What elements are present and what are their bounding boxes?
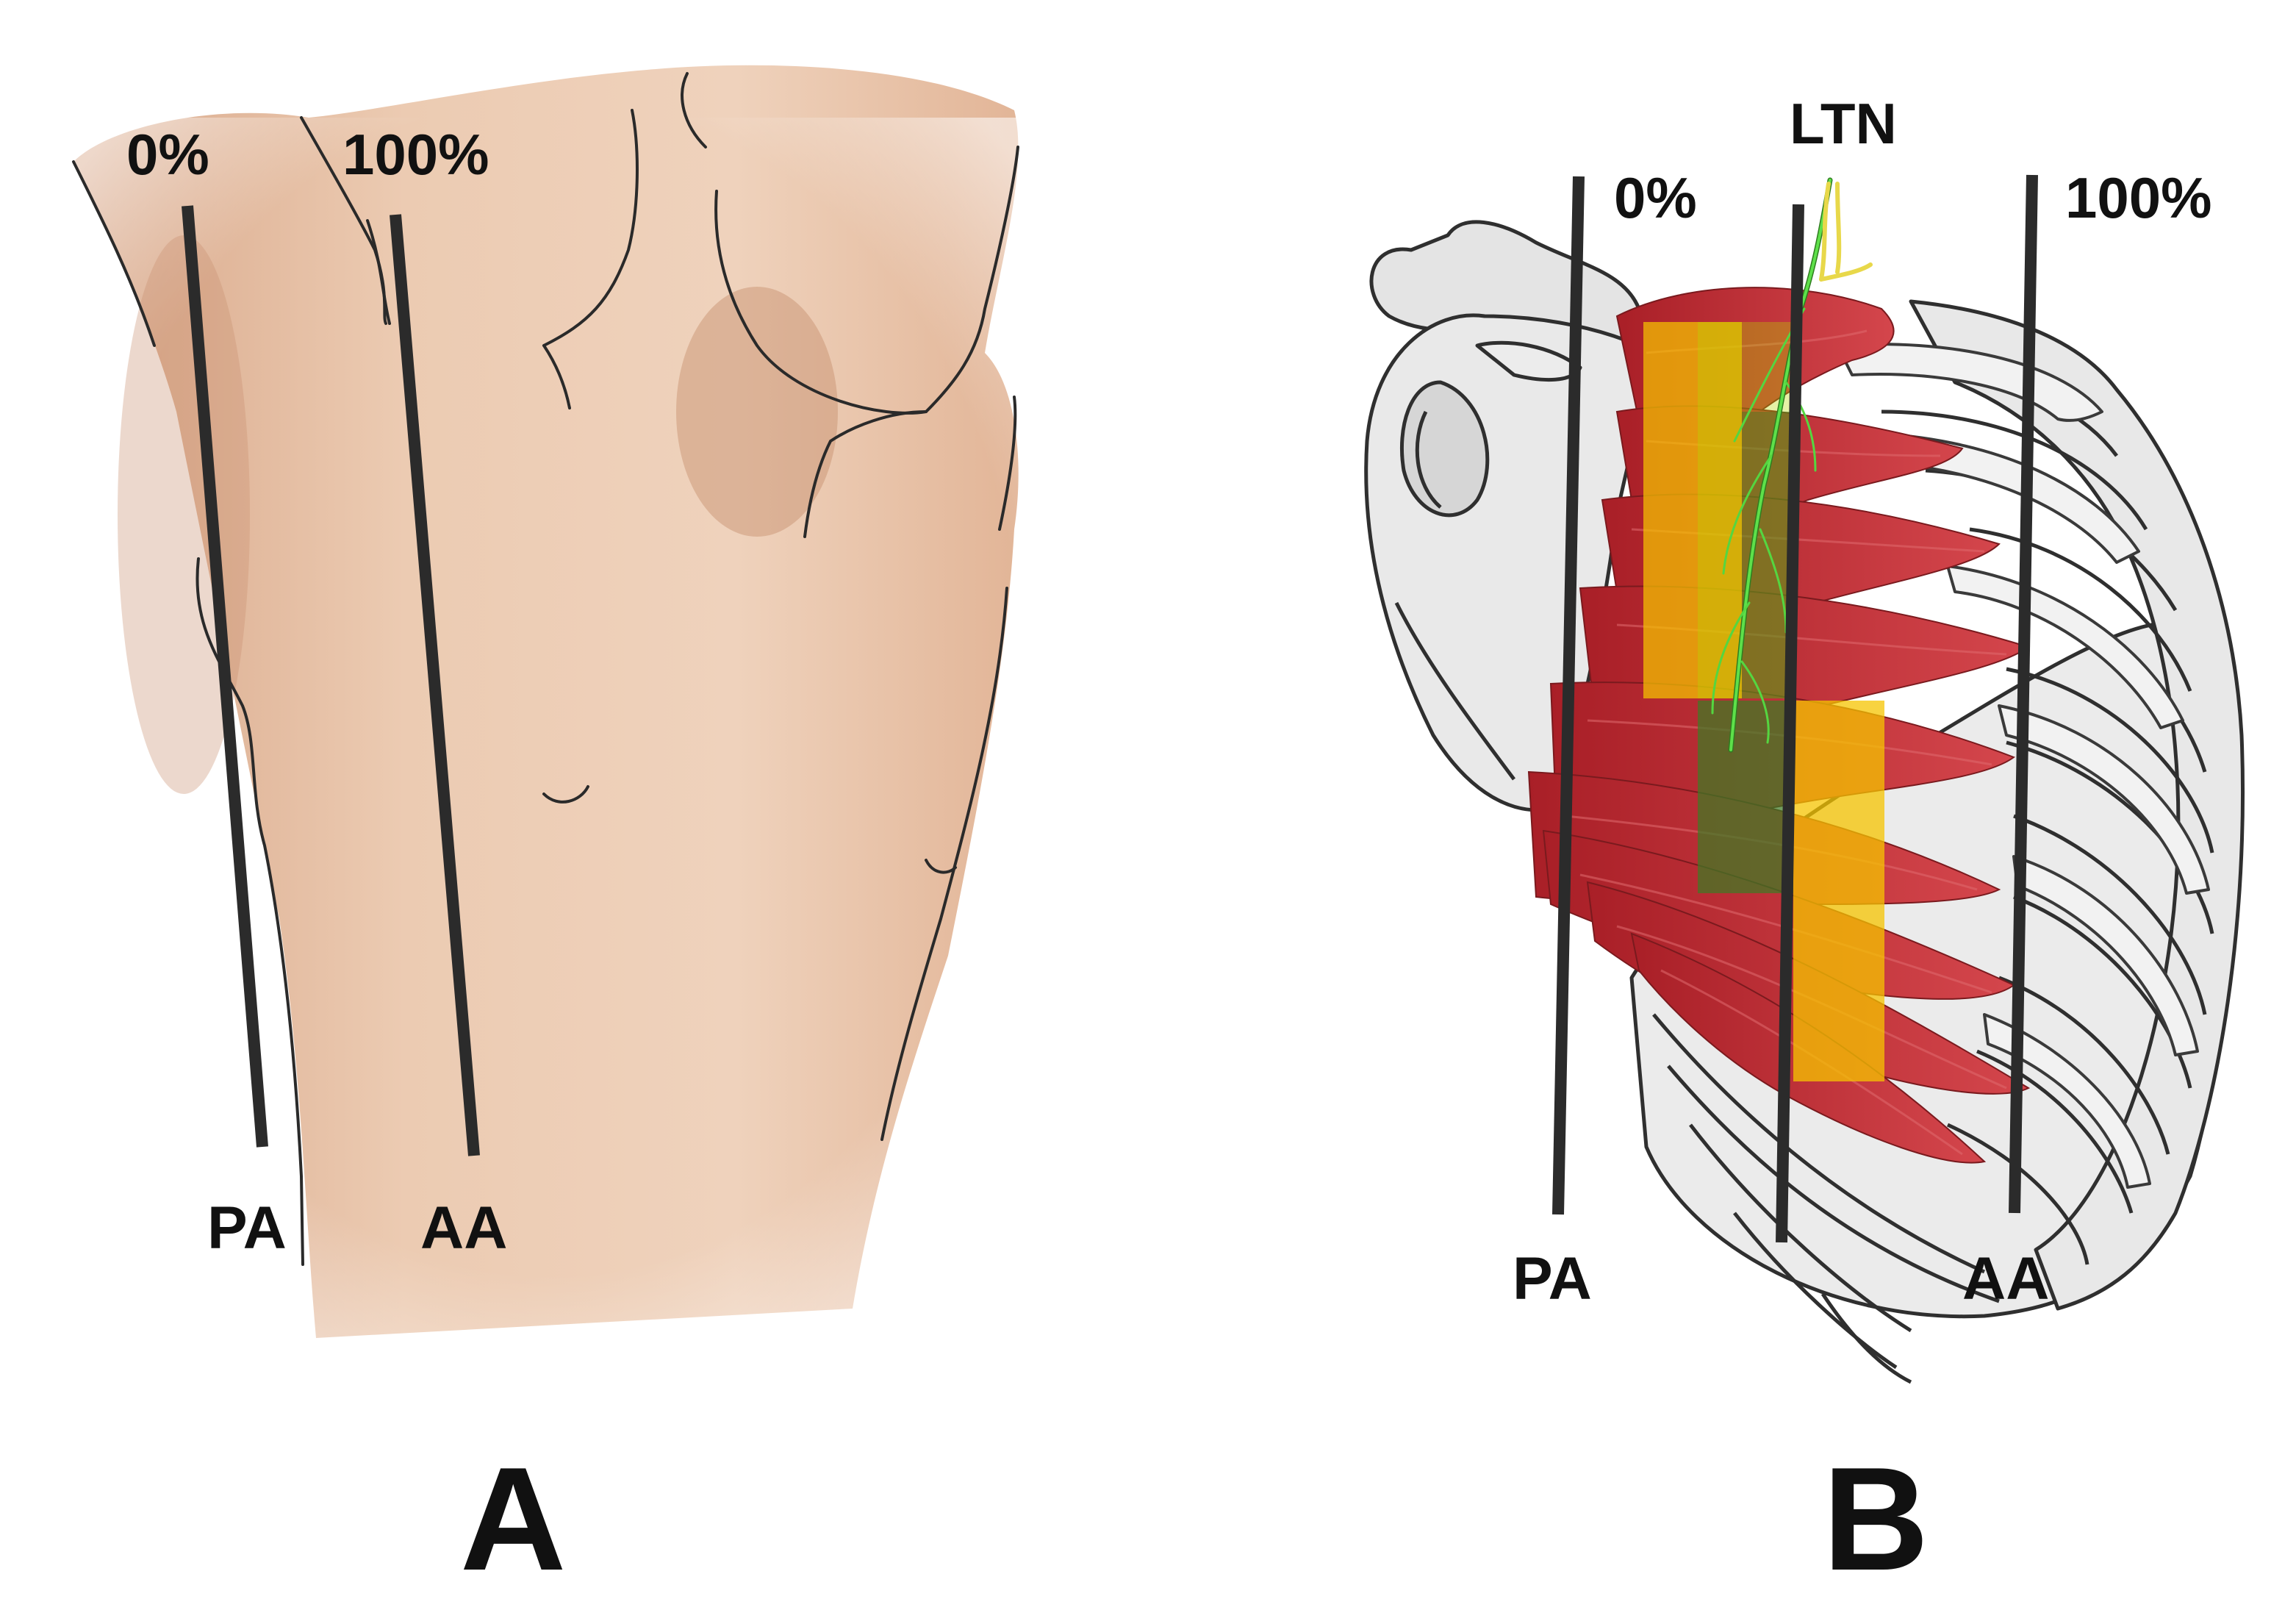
pa-line-a bbox=[182, 205, 268, 1148]
zone-green-mid bbox=[1698, 701, 1793, 893]
panel-b: LTN 0% 100% PA AA B bbox=[1364, 91, 2245, 1601]
label-100-percent-b: 100% bbox=[2065, 165, 2212, 230]
zone-green-upper bbox=[1698, 322, 1793, 698]
panel-letter-b: B bbox=[1823, 1437, 1929, 1601]
zone-yellow-lower bbox=[1793, 701, 1884, 1081]
label-0-percent-a: 0% bbox=[126, 122, 209, 187]
axilla-shadow bbox=[676, 287, 838, 537]
torso-fade bbox=[44, 118, 1058, 1382]
zone-yellow-upper bbox=[1643, 322, 1742, 698]
label-aa-b: AA bbox=[1962, 1245, 2049, 1312]
ltn-line-b bbox=[1776, 204, 1804, 1243]
aa-line-b bbox=[2009, 174, 2038, 1214]
label-0-percent-b: 0% bbox=[1614, 165, 1697, 230]
pa-line-b bbox=[1552, 176, 1585, 1215]
label-pa-a: PA bbox=[207, 1195, 287, 1262]
panel-a: 0% 100% PA AA A bbox=[44, 65, 1058, 1601]
label-pa-b: PA bbox=[1513, 1245, 1592, 1312]
label-100-percent-a: 100% bbox=[342, 122, 489, 187]
torso-contours bbox=[72, 72, 1019, 1266]
panel-letter-a: A bbox=[460, 1437, 566, 1601]
label-aa-a: AA bbox=[420, 1195, 507, 1262]
aa-line-a bbox=[390, 214, 480, 1156]
label-ltn-b: LTN bbox=[1790, 91, 1897, 156]
